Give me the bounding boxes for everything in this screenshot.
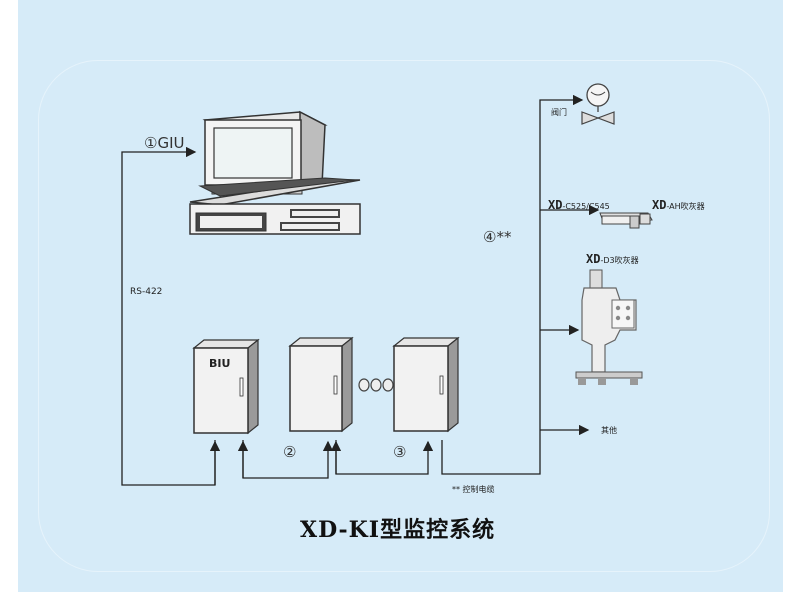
valve-label: 阀门: [551, 108, 567, 117]
cable-note: ** 控制电缆: [452, 485, 495, 494]
d3-model-text: -D3吹灰器: [600, 256, 639, 265]
biu-label: BIU: [209, 357, 231, 370]
giu-label: ①GIU: [144, 134, 185, 152]
diagram-title: XD-KⅠ型监控系统: [300, 517, 496, 543]
cabinet-3-icon: [392, 336, 460, 433]
xd-ah-prefix: XD: [652, 198, 667, 212]
cabinet-2-icon: [288, 336, 354, 433]
computer-icon: [189, 110, 361, 235]
diagram-background: [18, 0, 783, 592]
circle-3-label: ③: [393, 443, 407, 461]
other-label: 其他: [601, 426, 617, 435]
circle-4-label: ④**: [483, 228, 512, 246]
cabinet-biu-icon: [192, 338, 260, 435]
ellipsis-dots-icon: [358, 378, 394, 392]
c-model-text: -C525/C545: [562, 202, 610, 211]
valve-icon: [581, 83, 615, 125]
ah-model-text: -AH吹灰器: [666, 202, 705, 211]
xd-d3-prefix: XD: [586, 252, 601, 266]
connection-lines: [121, 94, 600, 486]
ah-soot-blower-icon: [599, 212, 653, 229]
d3-soot-blower-icon: [575, 269, 643, 385]
xd-ah-model-label: XD-AH吹灰器: [652, 194, 705, 213]
xd-c-model-label: XD-C525/C545: [548, 194, 610, 213]
xd-c-prefix: XD: [548, 198, 563, 212]
xd-d3-model-label: XD-D3吹灰器: [586, 248, 639, 267]
rs422-label: RS-422: [130, 287, 163, 297]
circle-2-label: ②: [283, 443, 297, 461]
inner-rounded-frame: [38, 60, 770, 572]
